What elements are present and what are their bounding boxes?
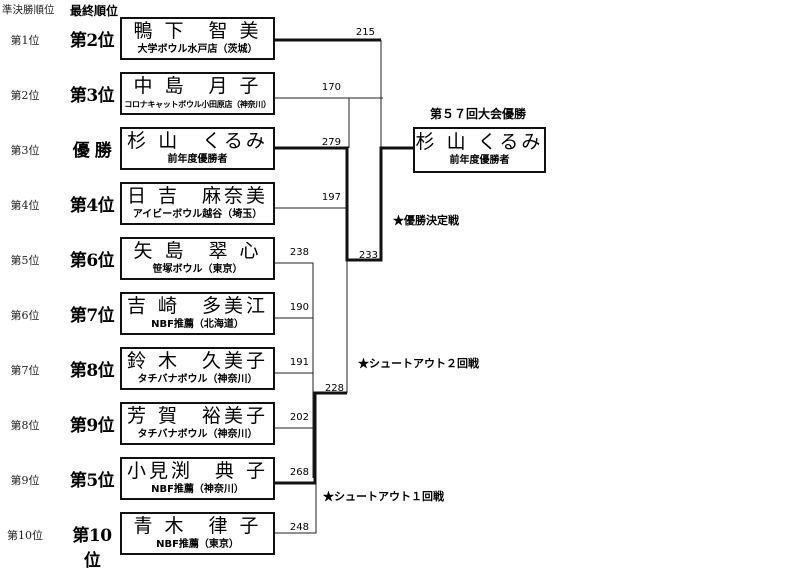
player-card: 吉 崎 多美江 NBF推薦（北海道）	[120, 292, 275, 335]
player-card: 青 木 律 子 NBF推薦（東京）	[120, 512, 275, 555]
semi-rank: 第2位	[10, 89, 40, 102]
final-rank: 優 勝	[72, 141, 112, 161]
player-affiliation: タチバナボウル（神奈川）	[137, 429, 258, 440]
line-170	[275, 97, 350, 148]
path-279	[275, 146, 413, 262]
player-card: 芳 賀 裕美子タチバナボウル（神奈川）	[120, 402, 275, 445]
semi-rank: 第3位	[10, 144, 40, 157]
score-final-winner: 233	[358, 250, 378, 261]
player-affiliation: 笹塚ボウル（東京）	[152, 264, 243, 275]
player-name: 青 木 律 子	[133, 515, 262, 537]
semi-rank: 第4位	[10, 199, 40, 212]
champion-title: 第５７回大会優勝	[430, 107, 527, 121]
player-name: 鈴 木 久美子	[126, 350, 269, 372]
note-shootout1: ★シュートアウト１回戦	[323, 490, 444, 503]
player-name: 鴨 下 智 美	[133, 20, 262, 42]
player-affiliation: NBF推薦（北海道）	[151, 319, 244, 330]
champion-card: 杉 山 くるみ 前年度優勝者	[413, 127, 546, 173]
final-rank: 第2位	[69, 31, 115, 51]
score-shootout2-winner: 228	[324, 383, 344, 394]
final-rank: 第9位	[69, 416, 115, 436]
player-name: 中 島 月 子	[133, 75, 262, 97]
player-name: 芳 賀 裕美子	[126, 405, 269, 427]
line-238	[275, 262, 314, 478]
final-rank: 第6位	[69, 251, 115, 271]
player-card: 小見渕 典 子 NBF推薦（神奈川）	[120, 457, 275, 500]
note-final-match: ★優勝決定戦	[393, 214, 459, 227]
player-card: 鈴 木 久美子タチバナボウル（神奈川）	[120, 347, 275, 390]
champion-name: 杉 山 くるみ	[415, 131, 544, 153]
semi-rank-header: 準決勝順位	[2, 4, 55, 16]
semi-rank: 第10位	[7, 529, 43, 542]
player-affiliation: 大学ボウル水戸店（茨城）	[137, 44, 258, 55]
champion-affiliation: 前年度優勝者	[449, 155, 510, 166]
final-rank: 第3位	[69, 86, 115, 106]
player-score: 279	[321, 137, 341, 148]
player-affiliation: コロナキャットボウル小田原店（神奈川）	[124, 100, 271, 109]
player-score: 170	[321, 82, 341, 93]
semi-rank: 第8位	[10, 419, 40, 432]
player-affiliation: NBF推薦（神奈川）	[151, 484, 244, 495]
note-shootout2: ★シュートアウト２回戦	[358, 357, 479, 370]
player-score: 248	[289, 522, 309, 533]
player-affiliation: NBF推薦（東京）	[156, 539, 239, 550]
player-score: 197	[321, 192, 341, 203]
path-268	[275, 391, 347, 485]
final-rank: 第7位	[69, 306, 115, 326]
player-score: 268	[289, 467, 309, 478]
semi-rank: 第9位	[10, 474, 40, 487]
player-affiliation: 前年度優勝者	[167, 154, 228, 165]
player-name: 矢 島 翠 心	[133, 240, 262, 262]
semi-rank: 第6位	[10, 309, 40, 322]
player-card: 中 島 月 子コロナキャットボウル小田原店（神奈川）	[120, 72, 275, 115]
player-score: 202	[289, 412, 309, 423]
final-rank: 第5位	[69, 471, 115, 491]
player-affiliation: タチバナボウル（神奈川）	[137, 374, 258, 385]
semi-rank: 第7位	[10, 364, 40, 377]
player-score: 190	[289, 302, 309, 313]
player-card: 日 吉 麻奈美アイビーボウル越谷（埼玉）	[120, 182, 275, 225]
final-rank: 第4位	[69, 196, 115, 216]
semi-rank: 第1位	[10, 34, 40, 47]
player-name: 小見渕 典 子	[126, 460, 269, 482]
player-card: 鴨 下 智 美大学ボウル水戸店（茨城）	[120, 17, 275, 60]
final-rank: 第8位	[69, 361, 115, 381]
player-score: 191	[289, 357, 309, 368]
player-score: 238	[289, 247, 309, 258]
player-name: 杉 山 くるみ	[127, 130, 268, 152]
player-name: 日 吉 麻奈美	[126, 185, 269, 207]
semi-rank: 第5位	[10, 254, 40, 267]
player-card: 杉 山 くるみ前年度優勝者	[120, 127, 275, 170]
player-score: 215	[355, 27, 375, 38]
player-card: 矢 島 翠 心笹塚ボウル（東京）	[120, 237, 275, 280]
player-affiliation: アイビーボウル越谷（埼玉）	[132, 209, 263, 220]
line-248	[275, 478, 317, 534]
final-rank-header: 最終順位	[70, 4, 119, 18]
player-name: 吉 崎 多美江	[126, 295, 269, 317]
